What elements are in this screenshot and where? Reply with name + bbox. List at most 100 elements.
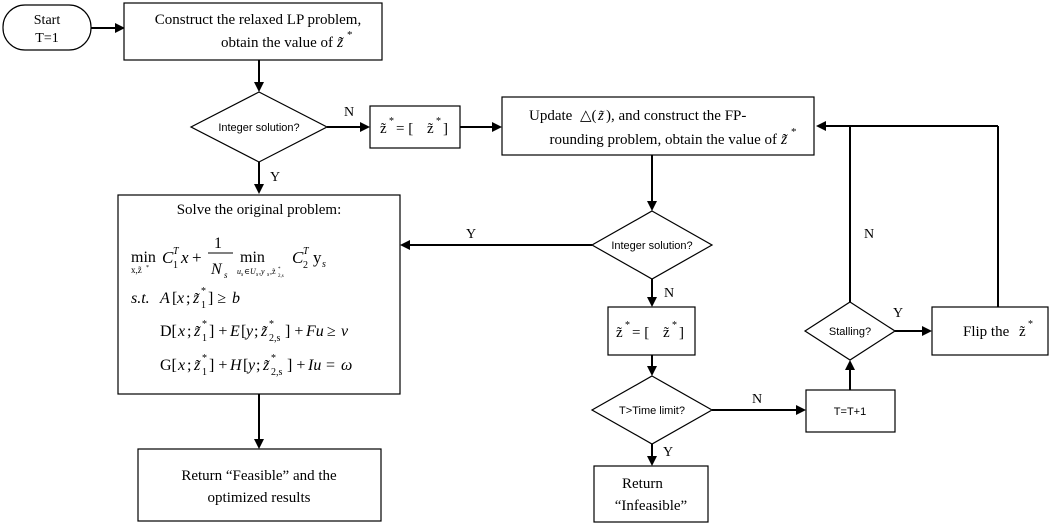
svg-text:1: 1 [201, 300, 206, 311]
infeasible-line1: Return [622, 476, 663, 492]
svg-text:T: T [173, 246, 180, 257]
decision2-no-label: N [664, 286, 674, 301]
svg-text:x: x [180, 248, 189, 267]
svg-text:x: x [177, 357, 185, 374]
svg-text:2,s: 2,s [278, 274, 284, 279]
flip-box: Flip the z̃ * [931, 306, 1049, 356]
feasible-line2: optimized results [208, 490, 311, 506]
svg-text:z̃: z̃ [597, 108, 604, 124]
start-terminal: Start T=1 [2, 4, 92, 51]
svg-text:1: 1 [202, 367, 207, 378]
svg-text:z̃: z̃ [663, 325, 670, 341]
arrow-stalling-no-loop [816, 121, 851, 302]
objective-formula: min x,z̃ * C T 1 x + 1 N s min u s ∈ U s… [131, 235, 326, 280]
svg-text:;: ; [187, 323, 191, 340]
svg-text:1: 1 [202, 333, 207, 344]
decision2-yes-label: Y [466, 227, 476, 242]
time-no-label: N [752, 392, 762, 407]
lp-line2: obtain the value of [221, 35, 333, 51]
stalling-no-label: N [864, 227, 874, 242]
svg-text:s: s [241, 272, 244, 278]
update-line2: rounding problem, obtain the value of [550, 132, 777, 148]
svg-text:z̃: z̃ [780, 131, 788, 148]
svg-text:C: C [292, 248, 304, 267]
svg-text:*: * [202, 353, 207, 364]
svg-text:G[: G[ [160, 357, 177, 374]
svg-text:s: s [256, 272, 259, 278]
svg-text:2,s: 2,s [271, 367, 283, 378]
svg-text:*: * [202, 319, 207, 330]
round1-label: = [ [396, 121, 413, 137]
objective-fraction-numerator: 1 [214, 235, 222, 252]
increment-label: T=T+1 [834, 406, 866, 418]
svg-text:[: [ [243, 357, 248, 374]
svg-text:] +: ] + [287, 357, 305, 374]
svg-text:*: * [389, 116, 394, 127]
svg-text:;: ; [186, 290, 190, 307]
svg-text:] ≥: ] ≥ [208, 290, 226, 307]
svg-text:≥: ≥ [327, 323, 336, 340]
decision2-label: Integer solution? [611, 240, 692, 252]
svg-text:x: x [177, 323, 185, 340]
return-infeasible-box: Return “Infeasible” [593, 465, 709, 523]
start-t-label: T=1 [35, 31, 58, 46]
stalling-yes-label: Y [893, 306, 903, 321]
svg-text:+: + [192, 248, 202, 267]
svg-text:*: * [201, 286, 206, 297]
svg-text:s: s [322, 259, 326, 270]
svg-text:C: C [162, 248, 174, 267]
svg-text:;: ; [187, 357, 191, 374]
rounding-box-1: z̃ * = [ z̃ * ] [369, 105, 461, 149]
svg-text:min: min [131, 249, 156, 266]
svg-text:E: E [229, 323, 240, 340]
rounding-box-2: z̃ * = [ z̃ * ] [607, 306, 696, 356]
svg-text:ω: ω [341, 357, 352, 374]
svg-text:;: ; [256, 357, 260, 374]
svg-text:*: * [278, 267, 281, 272]
feasible-line1: Return “Feasible” and the [181, 468, 337, 484]
svg-text:;: ; [254, 323, 258, 340]
svg-text:] +: ] + [285, 323, 303, 340]
svg-text:A: A [159, 290, 170, 307]
svg-text:y: y [246, 357, 256, 374]
update-line1-end: ), and construct the FP- [606, 108, 746, 124]
decision-time-limit: T>Time limit? [590, 375, 714, 445]
svg-text:z̃: z̃ [1019, 324, 1026, 340]
svg-text:]: ] [443, 121, 448, 137]
increment-t-box: T=T+1 [805, 389, 896, 433]
svg-text:∈: ∈ [244, 267, 250, 276]
decision1-yes-label: Y [270, 170, 280, 185]
svg-text:z̃: z̃ [616, 325, 623, 341]
svg-text:v: v [341, 323, 349, 340]
decision1-no-label: N [344, 105, 354, 120]
svg-text:[: [ [172, 290, 177, 307]
svg-text:s: s [267, 272, 270, 278]
svg-text:]: ] [679, 325, 684, 341]
svg-text:*: * [146, 265, 149, 271]
svg-text:*: * [625, 320, 630, 331]
svg-text:,y: ,y [259, 267, 265, 276]
time-yes-label: Y [663, 445, 673, 460]
z-tilde-star-symbol: z̃ [336, 34, 344, 51]
svg-text:y: y [313, 248, 322, 267]
svg-text:min: min [240, 249, 265, 266]
svg-text:*: * [347, 29, 353, 41]
svg-text:z̃: z̃ [380, 121, 387, 137]
decision-stalling: Stalling? [803, 301, 897, 361]
svg-text:[: [ [241, 323, 246, 340]
decision-integer-solution-2: Integer solution? [590, 210, 714, 280]
svg-text:D[: D[ [160, 323, 177, 340]
svg-text:y: y [244, 323, 254, 340]
solve-title: Solve the original problem: [177, 202, 342, 218]
start-label: Start [34, 13, 61, 28]
svg-text:z̃: z̃ [427, 121, 434, 137]
svg-text:b: b [232, 290, 240, 307]
svg-text:T: T [303, 246, 310, 257]
svg-text:z̃: z̃ [193, 357, 201, 374]
svg-text:z̃: z̃ [193, 323, 201, 340]
svg-text:△(: △( [580, 108, 597, 124]
svg-text:z̃: z̃ [260, 323, 268, 340]
svg-text:H: H [229, 357, 243, 374]
svg-text:x: x [176, 290, 184, 307]
stalling-label: Stalling? [829, 326, 871, 338]
